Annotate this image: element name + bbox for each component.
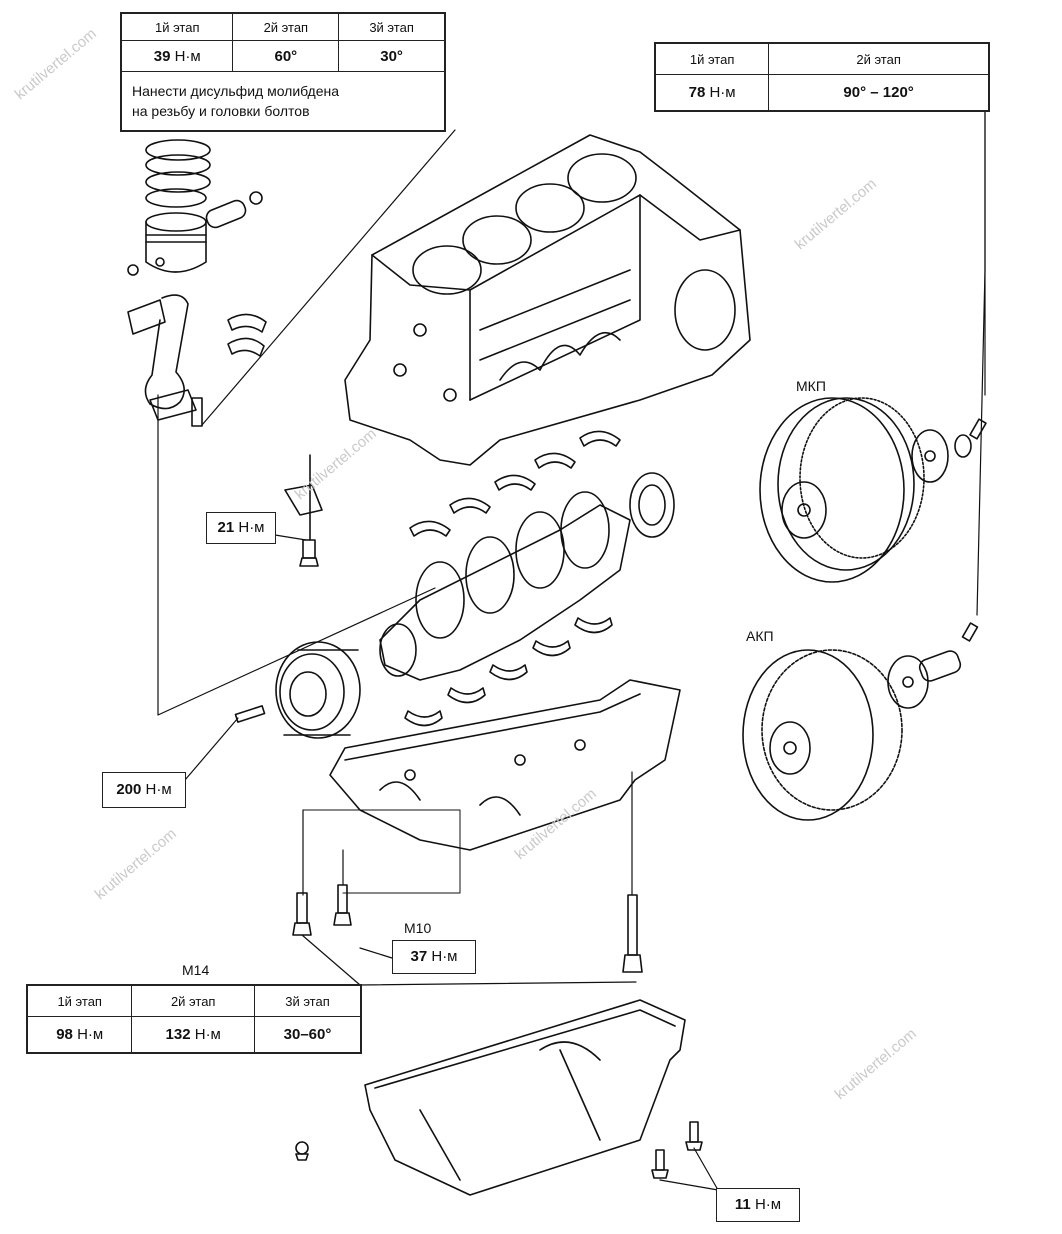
oil-jet: [284, 454, 323, 567]
crankshaft: [379, 472, 675, 681]
stage-1-value: 78 Н·м: [654, 74, 770, 111]
svg-text:krutilvertel.com: krutilvertel.com: [12, 25, 100, 103]
stage-2-header: 2й этап: [131, 984, 255, 1018]
svg-text:krutilvertel.com: krutilvertel.com: [292, 425, 380, 503]
stage-2-header: 2й этап: [232, 13, 340, 41]
stage-3-header: 3й этап: [338, 13, 445, 41]
stage-1-header: 1й этап: [26, 984, 133, 1018]
crankshaft-pulley: [234, 641, 361, 739]
torque-box-pulley: 200 Н·м: [102, 772, 186, 808]
lower-crankcase: [329, 679, 681, 851]
torque-box-oil-jet: 21 Н·м: [206, 512, 276, 544]
lubricant-note: Нанести дисульфид молибдена на резьбу и …: [121, 71, 445, 131]
piston-assembly: [127, 139, 267, 427]
cylinder-block: [344, 134, 751, 466]
svg-text:krutilvertel.com: krutilvertel.com: [92, 825, 180, 903]
note-line-2: на резьбу и головки болтов: [132, 103, 310, 119]
torque-box-oil-pan: 11 Н·м: [716, 1188, 800, 1222]
stage-1-header: 1й этап: [654, 42, 770, 76]
torque-box-m10: 37 Н·м: [392, 940, 476, 974]
leader-lines: [157, 109, 986, 1191]
svg-text:krutilvertel.com: krutilvertel.com: [792, 175, 880, 253]
stage-2-value: 60°: [232, 40, 340, 72]
stage-3-header: 3й этап: [254, 984, 361, 1018]
label-m14: M14: [182, 962, 210, 978]
flexplate-akp: [742, 622, 979, 821]
stage-1-value: 98 Н·м: [26, 1016, 133, 1053]
oil-pan-bolts: [651, 1121, 703, 1179]
stage-1-header: 1й этап: [120, 13, 234, 41]
note-line-1: Нанести дисульфид молибдена: [132, 83, 340, 99]
stage-2-value: 90° – 120°: [768, 74, 989, 111]
stage-3-value: 30–60°: [254, 1016, 361, 1053]
stage-2-header: 2й этап: [768, 42, 989, 76]
stage-3-value: 30°: [338, 40, 445, 72]
main-bearings-upper: [409, 430, 621, 537]
flywheel-mkp: [759, 397, 987, 583]
main-bearings-lower: [404, 617, 613, 727]
stage-1-value: 39 Н·м: [120, 40, 234, 72]
torque-table-m14: 1й этап 2й этап 3й этап 98 Н·м 132 Н·м 3…: [26, 984, 362, 1054]
torque-table-connecting-rod: 1й этап 2й этап 3й этап 39 Н·м 60° 30° Н…: [120, 12, 446, 132]
crankcase-bolts: [292, 884, 643, 973]
torque-table-flywheel: 1й этап 2й этап 78 Н·м 90° – 120°: [654, 42, 990, 112]
label-mkp: МКП: [796, 378, 826, 394]
oil-pan: [295, 999, 686, 1196]
label-akp: АКП: [746, 628, 774, 644]
svg-text:krutilvertel.com: krutilvertel.com: [832, 1025, 920, 1103]
stage-2-value: 132 Н·м: [131, 1016, 255, 1053]
svg-text:krutilvertel.com: krutilvertel.com: [512, 785, 600, 863]
label-m10: M10: [404, 920, 432, 936]
